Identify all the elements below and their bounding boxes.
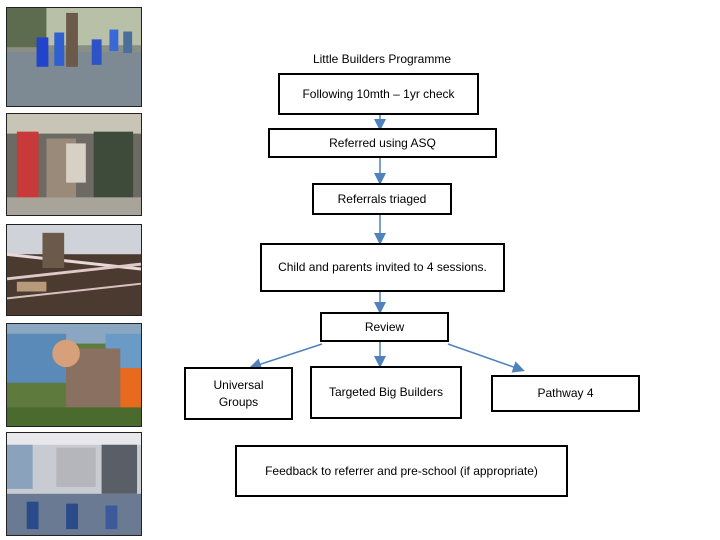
step-review: Review xyxy=(320,312,449,342)
step-following-check: Following 10mth – 1yr check xyxy=(278,73,479,115)
photo-child-with-tape xyxy=(6,224,142,316)
step-feedback-label: Feedback to referrer and pre-school (if … xyxy=(265,463,538,478)
step-referrals-triaged-label: Referrals triaged xyxy=(337,191,427,206)
photo-shop-interior xyxy=(6,113,142,216)
photo-classroom xyxy=(6,432,142,536)
arrow-review-to-universal xyxy=(249,343,323,370)
outcome-targeted-big-builders-label: Targeted Big Builders xyxy=(328,385,444,400)
step-invited-sessions: Child and parents invited to 4 sessions. xyxy=(260,243,505,292)
arrow-review-to-pathway xyxy=(447,343,525,373)
outcome-pathway-4-label: Pathway 4 xyxy=(537,386,594,401)
photo-children-in-flood xyxy=(6,7,142,107)
step-referrals-triaged: Referrals triaged xyxy=(312,183,452,215)
step-feedback: Feedback to referrer and pre-school (if … xyxy=(235,445,568,497)
outcome-targeted-big-builders: Targeted Big Builders xyxy=(310,366,462,419)
step-referred-asq-label: Referred using ASQ xyxy=(329,135,436,150)
step-invited-sessions-label: Child and parents invited to 4 sessions. xyxy=(278,260,487,275)
step-referred-asq: Referred using ASQ xyxy=(268,128,497,158)
photo-child-in-garden xyxy=(6,323,142,427)
outcome-universal-groups: Universal Groups xyxy=(184,367,293,420)
step-review-label: Review xyxy=(364,319,405,334)
outcome-pathway-4: Pathway 4 xyxy=(491,375,640,412)
programme-title: Little Builders Programme xyxy=(312,52,452,66)
outcome-universal-groups-label: Universal Groups xyxy=(213,378,264,409)
step-following-check-label: Following 10mth – 1yr check xyxy=(302,86,455,101)
